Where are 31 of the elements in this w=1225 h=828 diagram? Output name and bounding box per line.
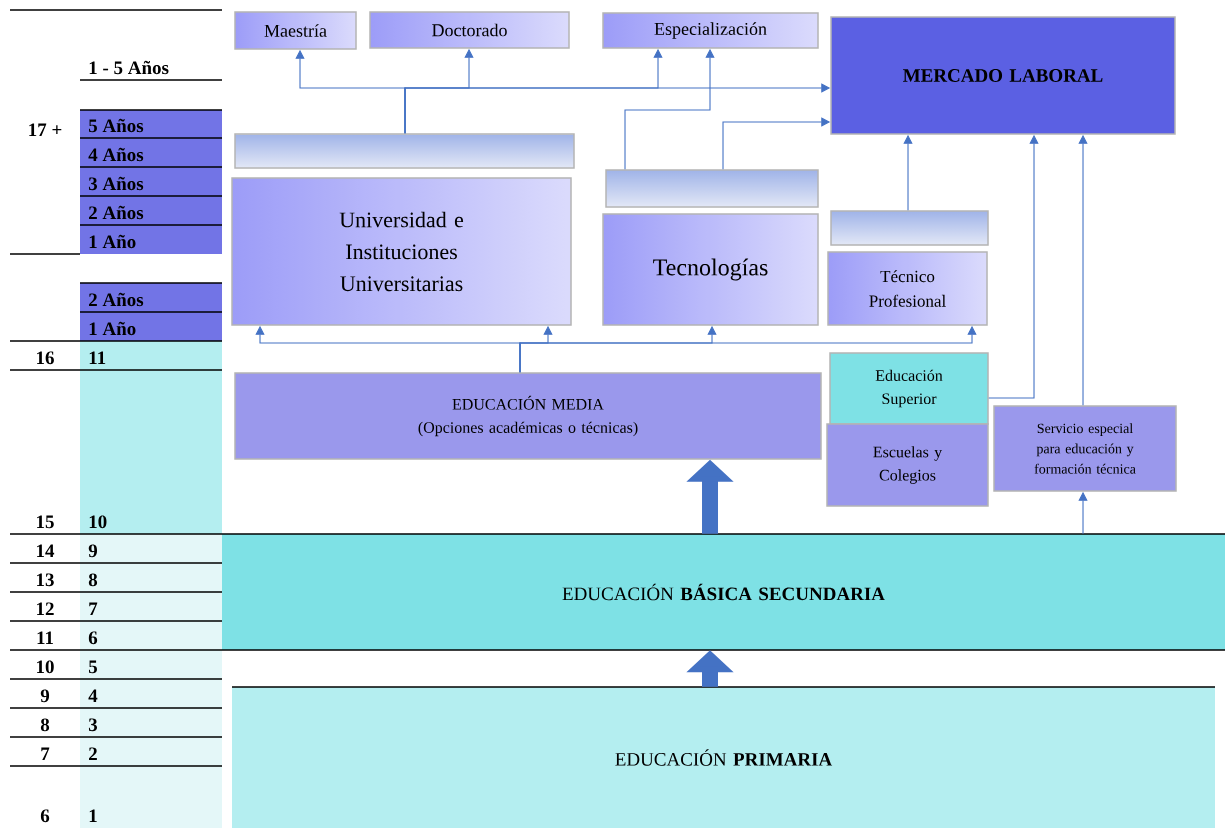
table-cell: 1 Año bbox=[80, 225, 222, 254]
year-label: 16 bbox=[37, 351, 54, 365]
year-label: 17 + bbox=[29, 123, 62, 136]
year-label: 14 bbox=[37, 544, 55, 557]
year-label: 10 bbox=[37, 660, 54, 674]
program-box: Universidad e Instituciones Universitarias bbox=[231, 177, 572, 326]
program-box: Técnico Profesional bbox=[827, 251, 988, 326]
year-label: 12 bbox=[37, 602, 54, 615]
year-label: 8 bbox=[40, 718, 50, 732]
level-box: Escuelas y Colegios bbox=[826, 423, 989, 507]
empty-bar bbox=[830, 210, 989, 246]
program-box: Maestría bbox=[234, 11, 357, 50]
labor-market-box: MERCADO LABORAL bbox=[830, 16, 1176, 135]
level-box: Educación Superior bbox=[829, 352, 989, 425]
year-label: 6 bbox=[40, 809, 50, 823]
program-box: Doctorado bbox=[369, 11, 570, 49]
program-box: Especialización bbox=[602, 12, 819, 49]
table-cell: 5 Años bbox=[80, 110, 222, 138]
program-box: Tecnologías bbox=[602, 213, 819, 326]
level-band: EDUCACIÓN PRIMARIA bbox=[232, 687, 1215, 828]
empty-bar bbox=[605, 169, 819, 208]
year-label: 15 bbox=[37, 515, 54, 529]
service-box: Servicio especial para educación y formación técnica bbox=[993, 405, 1177, 492]
year-label: 9 bbox=[40, 689, 50, 703]
year-label: 1 - 5 Años bbox=[89, 60, 169, 75]
empty-bar bbox=[234, 133, 575, 169]
year-label: 7 bbox=[41, 747, 50, 760]
year-label: 13 bbox=[37, 573, 54, 587]
level-band: EDUCACIÓN BÁSICA SECUNDARIA bbox=[222, 534, 1225, 650]
year-label: 11 bbox=[37, 631, 53, 644]
level-box: EDUCACIÓN MEDIA (Opciones académicas o técnicas) bbox=[234, 372, 822, 460]
